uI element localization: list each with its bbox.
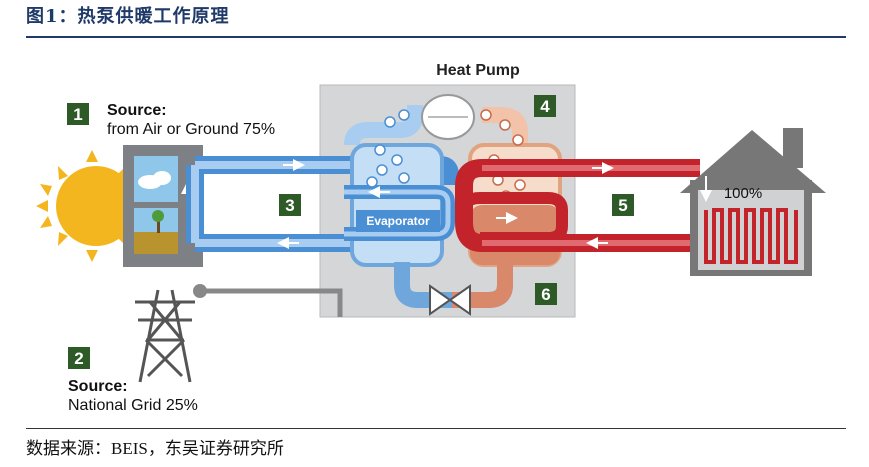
badge-2: 2	[68, 347, 90, 369]
svg-text:1: 1	[73, 105, 82, 124]
heat-pump-label: Heat Pump	[436, 62, 520, 79]
evaporator-label: Evaporator	[366, 214, 430, 228]
badge-4: 4	[534, 95, 556, 117]
radiator-coil	[704, 208, 798, 264]
source-air-heading: Source:	[107, 102, 167, 119]
svg-text:2: 2	[74, 349, 83, 368]
pylon-icon	[135, 289, 195, 383]
house-percent: 100%	[724, 185, 762, 202]
figure-title: 图1：热泵供暖工作原理	[26, 6, 230, 27]
expansion-valve-icon	[429, 284, 471, 316]
hot-loop-top	[455, 159, 700, 222]
badge-5: 5	[612, 194, 634, 216]
cold-bubbles	[366, 109, 410, 188]
title-rule	[26, 36, 846, 38]
grid-cable	[200, 288, 343, 317]
badge-3: 3	[279, 194, 301, 216]
source-grid-heading: Source:	[68, 378, 128, 395]
source-footer: 数据来源：BEIS，东吴证券研究所	[26, 439, 284, 458]
svg-text:4: 4	[540, 97, 550, 116]
svg-text:3: 3	[285, 196, 294, 215]
source-air-text: from Air or Ground 75%	[107, 121, 275, 138]
badge-6: 6	[535, 283, 557, 305]
sun-icon	[36, 150, 136, 262]
footer-rule	[26, 428, 846, 429]
svg-text:5: 5	[618, 196, 627, 215]
source-grid-text: National Grid 25%	[68, 397, 198, 414]
badge-1: 1	[67, 103, 89, 125]
svg-text:6: 6	[541, 285, 550, 304]
